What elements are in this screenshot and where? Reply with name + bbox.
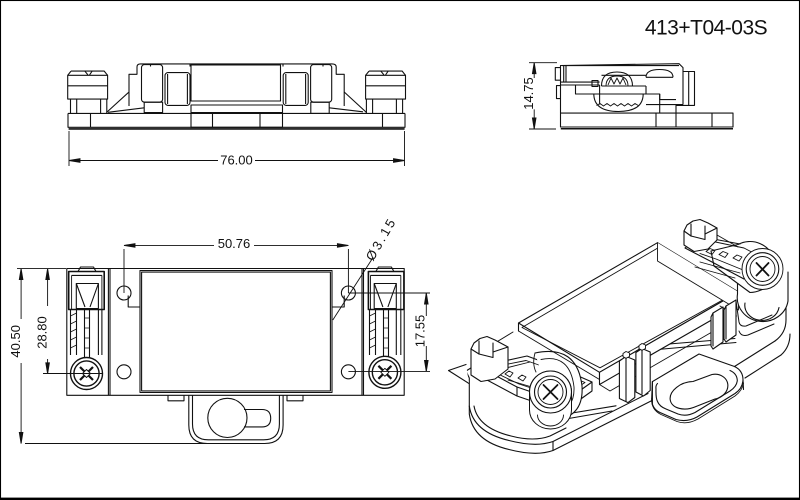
- svg-text:17.55: 17.55: [413, 315, 428, 348]
- svg-text:Ø3.15: Ø3.15: [363, 214, 400, 263]
- svg-text:50.76: 50.76: [218, 236, 251, 251]
- svg-text:40.50: 40.50: [8, 325, 23, 358]
- svg-text:413+T04-03S: 413+T04-03S: [645, 17, 768, 40]
- svg-text:28.80: 28.80: [34, 316, 49, 349]
- svg-text:76.00: 76.00: [220, 153, 253, 168]
- svg-text:14.75: 14.75: [521, 77, 536, 110]
